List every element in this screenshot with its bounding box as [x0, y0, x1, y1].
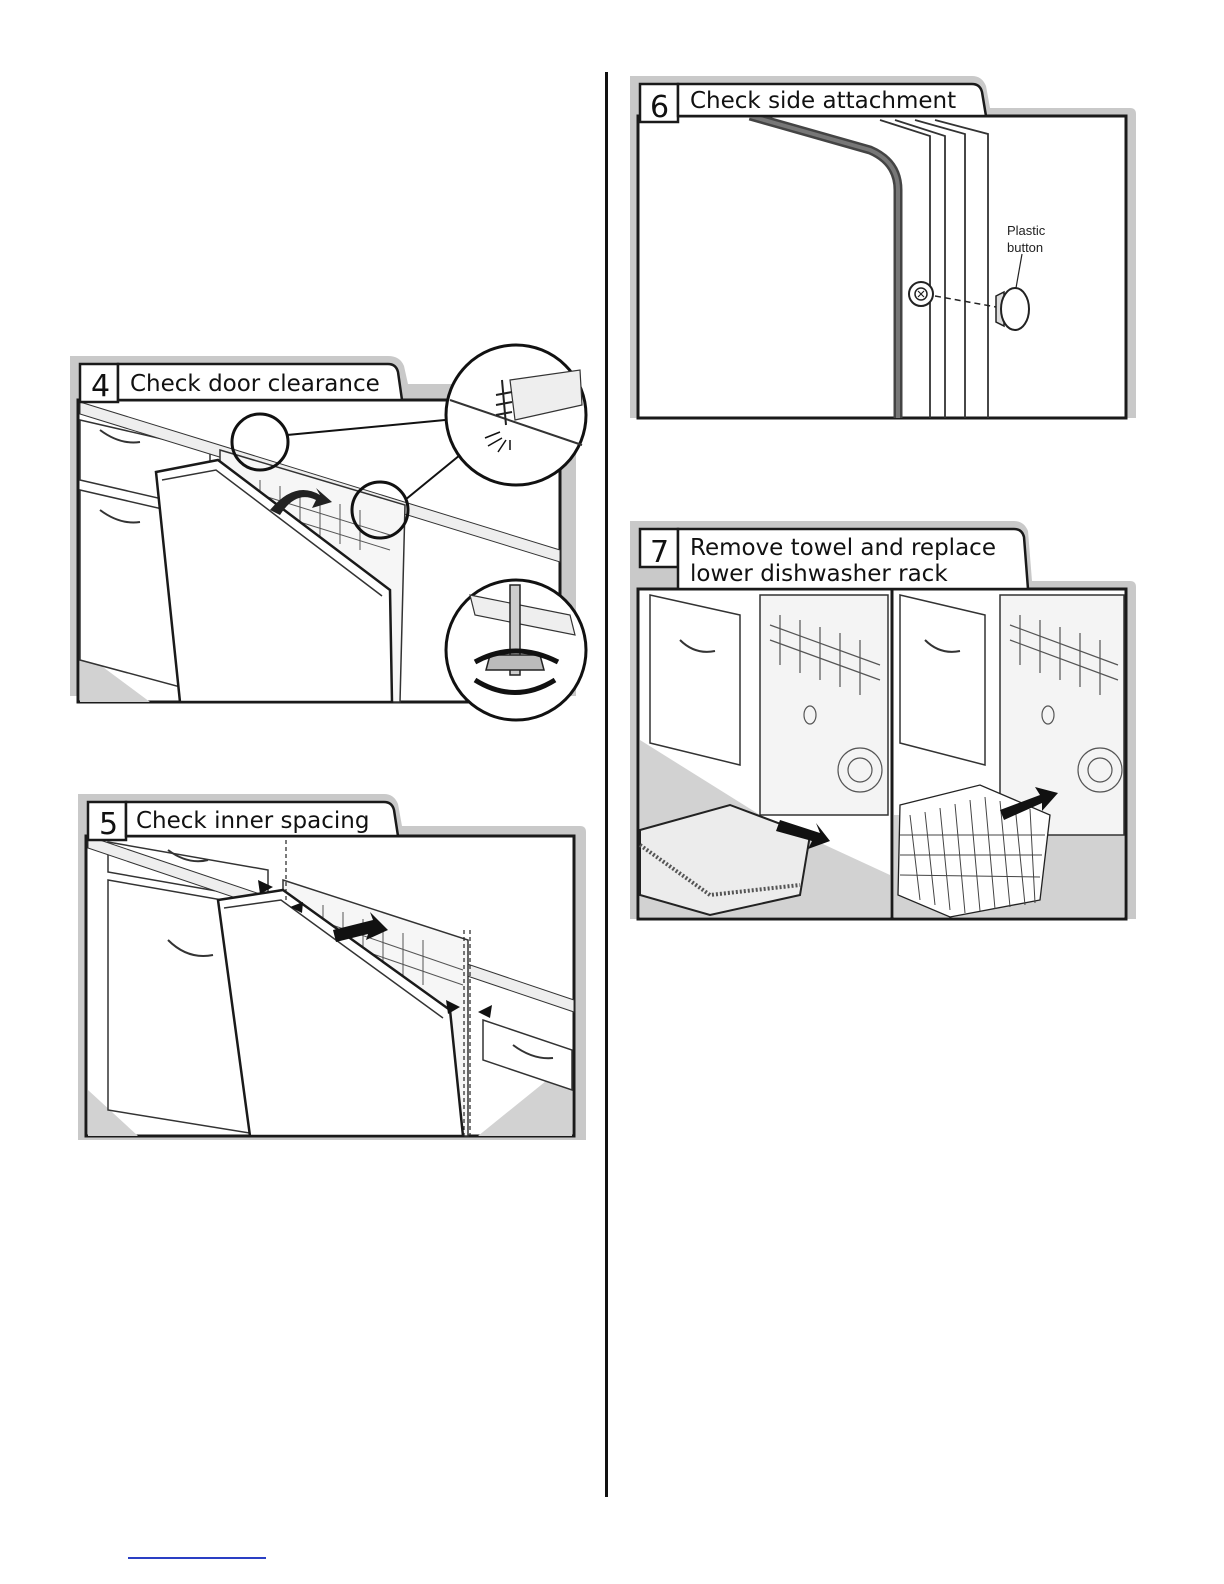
step-7-panel: 7 Remove towel and replace lower dishwas… — [630, 515, 1140, 930]
step-6-panel: Plastic button 6 Check side attachment — [630, 70, 1140, 430]
step-5-number: 5 — [99, 807, 118, 842]
step-4-illustration: 4 Check door clearance — [70, 350, 590, 750]
plastic-button-label-2: button — [1007, 240, 1043, 255]
step-5-panel: 5 Check inner spacing — [78, 790, 588, 1150]
step-7-illustration: 7 Remove towel and replace lower dishwas… — [630, 515, 1140, 930]
step-6-illustration: Plastic button 6 Check side attachment — [630, 70, 1140, 430]
step-5-title: Check inner spacing — [136, 808, 369, 834]
footer-link-underline[interactable] — [128, 1557, 266, 1559]
step-6-title: Check side attachment — [690, 88, 956, 114]
step-4-number: 4 — [91, 369, 110, 404]
step-7-title-line-1: Remove towel and replace — [690, 535, 996, 561]
step-7-title-line-2: lower dishwasher rack — [690, 561, 948, 587]
column-divider — [605, 72, 608, 1497]
step-5-illustration: 5 Check inner spacing — [78, 790, 588, 1150]
plastic-button-label-1: Plastic — [1007, 223, 1046, 238]
step-6-number: 6 — [650, 90, 669, 125]
step-7-number: 7 — [650, 535, 669, 570]
step-4-title: Check door clearance — [130, 371, 380, 397]
step-4-panel: 4 Check door clearance — [70, 350, 590, 750]
